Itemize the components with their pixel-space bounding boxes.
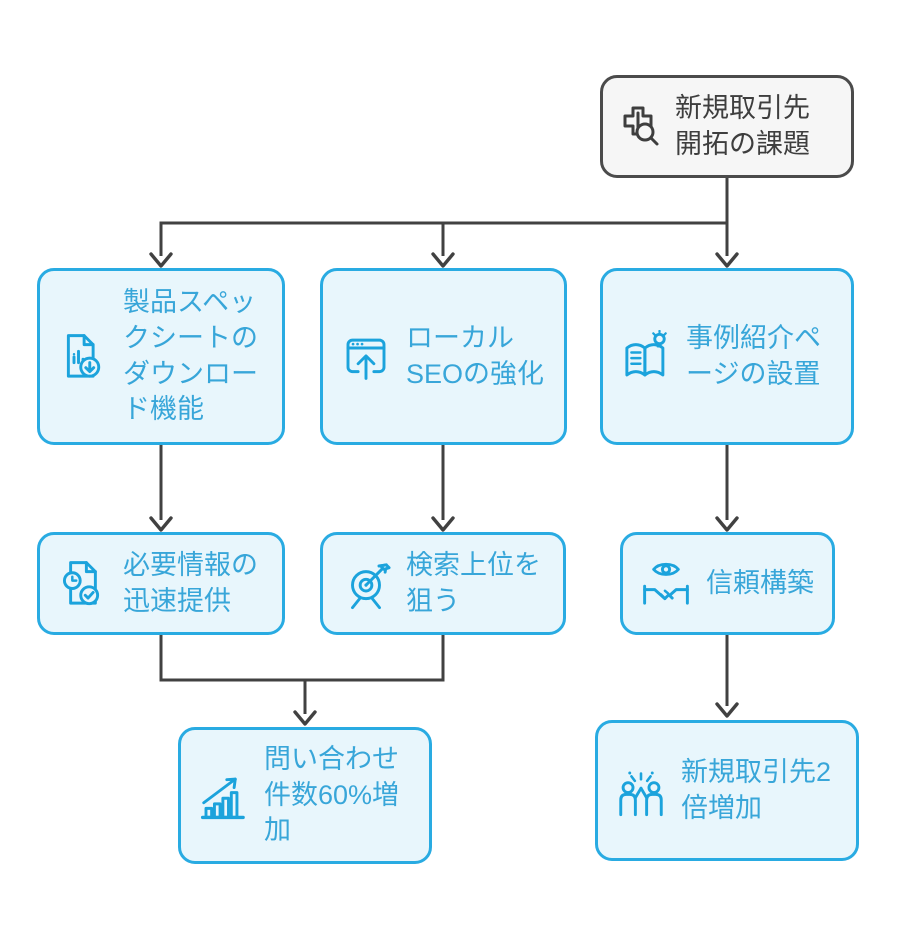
node-inquiry[interactable]: 問い合わせ 件数60%増 加 — [178, 727, 432, 864]
arrowhead — [715, 702, 739, 718]
node-quick-info-label: 必要情報の 迅速提供 — [123, 549, 258, 616]
node-trust-label: 信頼構築 — [706, 567, 814, 598]
node-spec-sheet-label: 製品スペッ クシートの ダウンロー ド機能 — [123, 287, 258, 425]
arrowhead — [431, 516, 455, 532]
arrowhead — [715, 252, 739, 268]
connector-merge-to-inquiry — [159, 635, 445, 726]
node-case-page[interactable]: 事例紹介ペ ージの設置 — [600, 268, 854, 445]
node-case-page-label: 事例紹介ペ ージの設置 — [686, 322, 821, 389]
arrowhead — [715, 516, 739, 532]
trust-handshake-icon — [639, 557, 693, 611]
arrowhead — [431, 252, 455, 268]
connector-trust-to-newclients — [715, 635, 739, 718]
document-download-icon — [56, 330, 110, 384]
node-search-rank-label: 検索上位を 狙う — [406, 549, 541, 616]
arrowhead — [149, 516, 173, 532]
connector-root-to-row1 — [149, 178, 739, 268]
node-local-seo-label: ローカル SEOの強化 — [406, 322, 545, 389]
node-new-clients[interactable]: 新規取引先2 倍増加 — [595, 720, 859, 861]
node-root[interactable]: 新規取引先 開拓の課題 — [600, 75, 854, 178]
node-search-rank[interactable]: 検索上位を 狙う — [320, 532, 566, 635]
node-inquiry-label: 問い合わせ 件数60%増 加 — [264, 744, 400, 846]
connector-row1-to-row2 — [149, 445, 739, 532]
node-new-clients-label: 新規取引先2 倍増加 — [681, 756, 832, 823]
arrowhead — [293, 710, 317, 726]
browser-up-arrow-icon — [339, 330, 393, 384]
node-quick-info[interactable]: 必要情報の 迅速提供 — [37, 532, 285, 635]
business-search-icon — [616, 103, 664, 151]
node-root-label: 新規取引先 開拓の課題 — [675, 92, 810, 159]
target-arrow-icon — [339, 557, 393, 611]
arrowhead — [149, 252, 173, 268]
growth-chart-icon — [197, 769, 251, 823]
people-celebrate-icon — [614, 764, 668, 818]
book-idea-icon — [619, 329, 673, 384]
node-spec-sheet[interactable]: 製品スペッ クシートの ダウンロー ド機能 — [37, 268, 285, 445]
node-trust[interactable]: 信頼構築 — [620, 532, 835, 635]
node-local-seo[interactable]: ローカル SEOの強化 — [320, 268, 567, 445]
document-clock-check-icon — [56, 557, 110, 611]
